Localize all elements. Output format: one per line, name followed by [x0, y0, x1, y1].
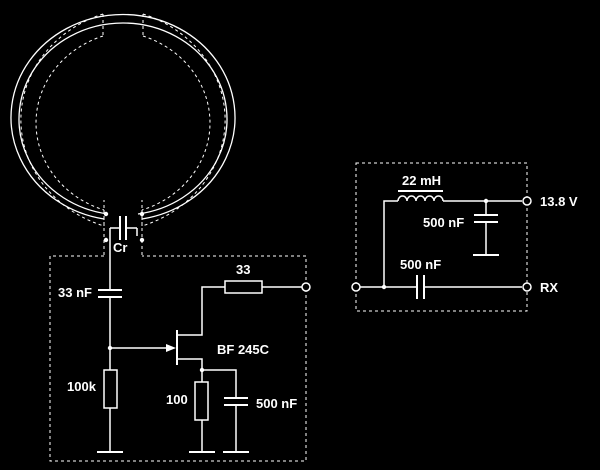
source-resistor	[194, 381, 209, 421]
loop-capacitor-cr	[103, 211, 145, 243]
jfet-transistor	[176, 286, 225, 370]
coupling-capacitor-label: 33 nF	[58, 285, 92, 300]
jfet-drain	[177, 286, 225, 336]
source-wire	[201, 369, 237, 398]
loop-antenna	[10, 13, 236, 256]
source-resistor-label: 100	[166, 392, 188, 407]
loop-shield-inner	[141, 35, 211, 211]
filter-capacitor-label: 500 nF	[423, 215, 464, 230]
supply-voltage-label: 13.8 V	[540, 194, 578, 209]
gate-resistor	[103, 369, 118, 409]
input-terminal	[351, 282, 361, 292]
supply-terminal	[522, 196, 532, 206]
jfet-source	[177, 358, 203, 370]
loop-shield-inner	[35, 35, 105, 211]
output-capacitor-label: 500 nF	[400, 257, 441, 272]
preamp-enclosure	[49, 255, 307, 462]
cr-plate	[119, 216, 127, 240]
inductor-22mh	[397, 195, 444, 202]
inductor-lead	[383, 200, 398, 287]
source-capacitor	[224, 397, 248, 406]
rx-label: RX	[540, 280, 558, 295]
terminal-dot	[139, 211, 145, 217]
loop-shield-outer	[20, 13, 105, 227]
cr-lead	[109, 228, 138, 236]
cr-label: Cr	[113, 240, 127, 255]
source-capacitor-label: 500 nF	[256, 396, 297, 411]
inductor-label: 22 mH	[402, 173, 441, 188]
terminal-dot	[103, 211, 109, 217]
terminal-dot	[139, 237, 145, 243]
coupling-capacitor	[98, 236, 122, 370]
output-terminal	[301, 282, 311, 292]
drain-resistor-label: 33	[236, 262, 250, 277]
filter-capacitor	[474, 214, 498, 223]
terminal-dot	[103, 237, 109, 243]
loop-shield-outer	[141, 13, 226, 227]
loop-gap-edge	[102, 14, 144, 36]
loop-conductor	[18, 22, 228, 215]
rx-terminal	[522, 282, 532, 292]
output-capacitor	[416, 275, 425, 299]
signal-node	[381, 284, 387, 290]
loop-conductor	[10, 13, 236, 220]
transistor-label: BF 245C	[217, 342, 270, 357]
gate-arrow	[166, 344, 176, 352]
drain-resistor	[224, 280, 263, 294]
gate-resistor-label: 100k	[67, 379, 97, 394]
bias-tee-enclosure	[355, 162, 528, 312]
